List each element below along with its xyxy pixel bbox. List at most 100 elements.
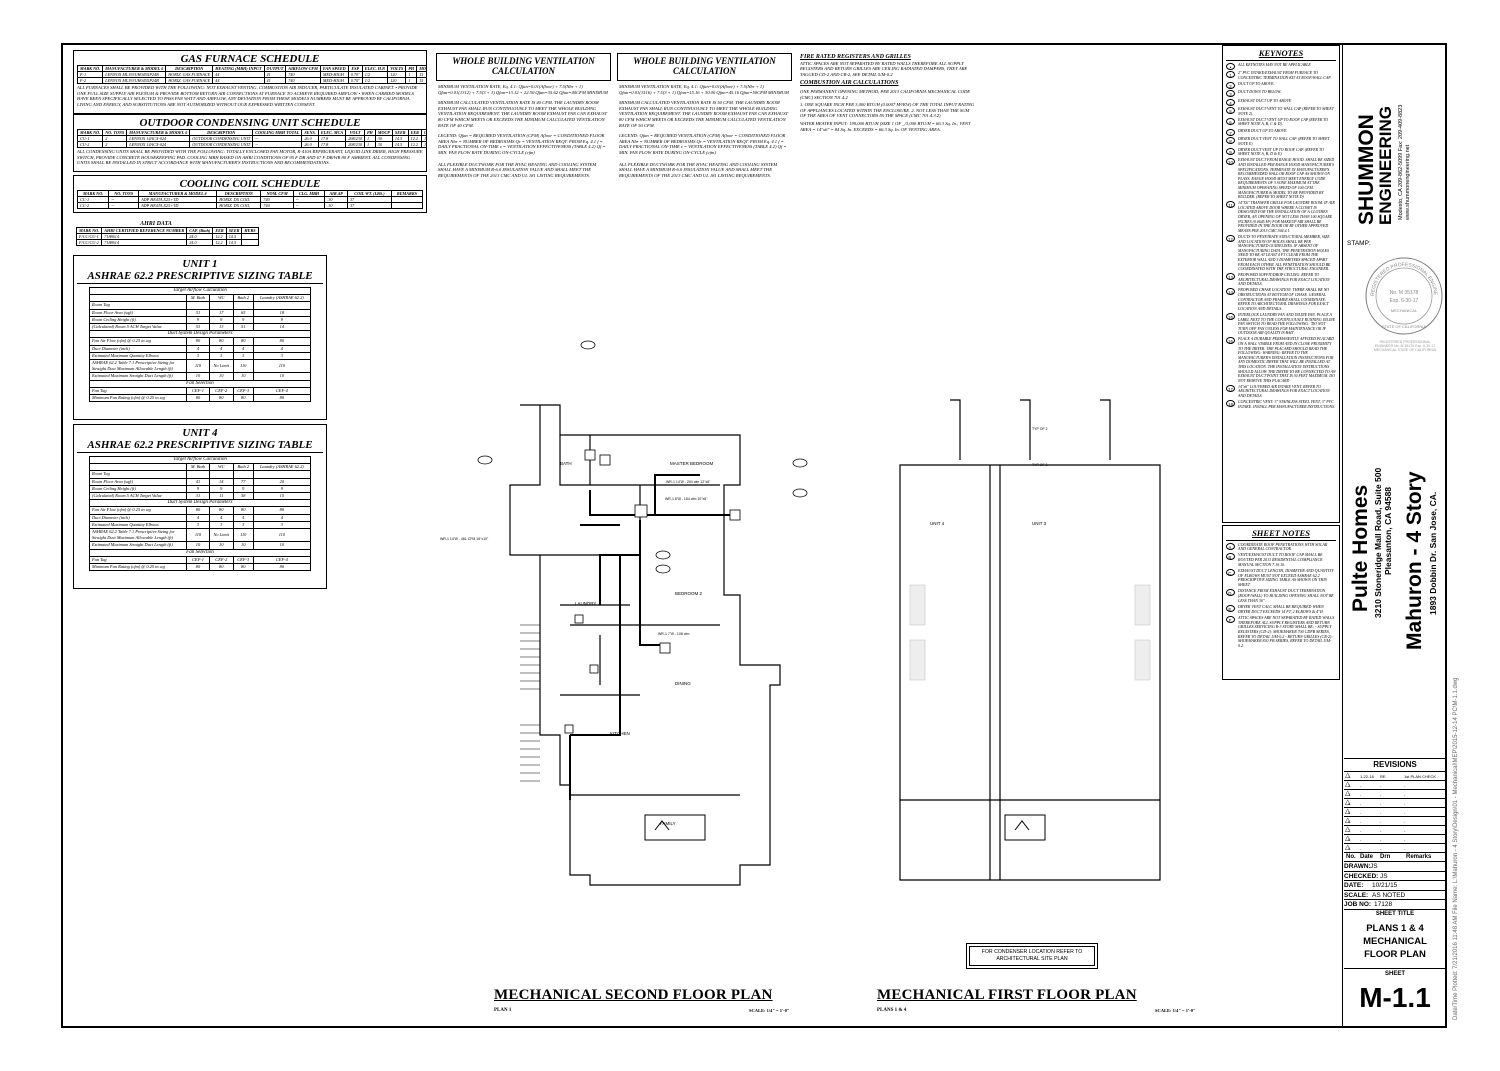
vent-a-title: WHOLE BUILDING VENTILATION CALCULATION <box>452 56 595 76</box>
unit4-cell: 80 <box>208 563 234 572</box>
revision-remarks: - <box>1404 810 1406 815</box>
gas_furnace-cell: 1 <box>405 77 418 84</box>
gas_furnace-cell: MED-HIGH <box>319 77 349 84</box>
sheet-number: M-1.1 <box>1359 982 1431 1013</box>
unit1-cell: 80 <box>232 337 254 346</box>
revision-by: - <box>1380 801 1382 806</box>
unit1-cell: 9 <box>186 315 210 325</box>
revision-row: △9--- <box>1344 843 1446 852</box>
unit4-cell <box>252 470 312 479</box>
ahri-cell: 12.2 <box>212 239 227 246</box>
room-unit-4: UNIT 4 <box>930 521 945 526</box>
unit4-cell: Duct Diameter (inch) <box>88 513 188 522</box>
keynotes-item-text: DUCT UP TO ABOVE. <box>1238 81 1275 86</box>
ahri-cell: F/CC/CU-2 <box>75 239 103 246</box>
combustion-title: COMBUSTION AIR CALCULATIONS <box>800 80 899 87</box>
gas_furnace-cell: 0.70" <box>347 77 363 84</box>
unit4-cell: 14 <box>208 477 234 486</box>
ahri-title: AHRI DATA <box>140 221 172 227</box>
outdoor_unit-cell: 26.0 <box>301 141 319 148</box>
ahri-cell: 24.0 <box>186 239 214 246</box>
outdoor_unit-header: ELEC. MCA <box>317 129 347 136</box>
unit1-col-header: M. Bath <box>186 294 210 303</box>
unit4-col-header-blank <box>88 463 188 472</box>
firm-name-1: SHUMMON <box>1355 114 1378 225</box>
outdoor-unit-schedule: OUTDOOR CONDENSING UNIT SCHEDULE MARK NO… <box>73 114 427 172</box>
condenser-note: FOR CONDENSER LOCATION REFER TO ARCHITEC… <box>969 946 1095 966</box>
unit1-cell: 17 <box>208 308 234 317</box>
unit1-title-1: UNIT 1 <box>182 258 218 270</box>
revision-date: - <box>1360 810 1362 815</box>
fire-rated-title: FIRE RATED REGISTERS AND GRILLES <box>800 54 911 60</box>
client-address-2: Pleasanton, CA 94588 <box>1383 486 1393 575</box>
revision-by: - <box>1380 810 1382 815</box>
unit1-cell: 10 <box>186 372 210 381</box>
second-floor-plan-sub: PLAN 1 <box>494 1008 512 1013</box>
job-row: JOB NO:17128 <box>1344 900 1446 910</box>
gas_furnace-header: VOLTS <box>387 65 407 72</box>
sheet_notes-item-text: EXHAUST DUCT LENGTH, DIAMETER AND QUANTI… <box>1238 568 1334 588</box>
revision-date: - <box>1360 792 1362 797</box>
unit4-cell: CEF-3 <box>232 555 254 565</box>
unit4-cell: 58 <box>232 492 254 501</box>
vent-b-legend: LEGEND: Qfan = REQUIRED VENTILATION (CFM… <box>619 133 787 155</box>
revision-remarks: 1st PLAN CHECK <box>1404 774 1437 779</box>
sheet_notes-item: D.DISTANCE FROM EXHAUST DUCT TERMINATION… <box>1226 588 1336 603</box>
keynotes-item-number: 17 <box>1226 384 1235 392</box>
unit4-cell: Room Tag <box>88 470 188 479</box>
keynotes-item-number: 11 <box>1226 201 1235 209</box>
revision-number: 3 <box>1348 793 1350 797</box>
sheet_notes-item-text: DRYER VENT CALC SHALL BE REQUIRED WHEN D… <box>1238 603 1324 614</box>
unit4-cell: 80 <box>208 506 234 515</box>
keynotes-item-number: 9 <box>1226 147 1235 155</box>
keynotes-item-text: EXHAUST DUCT FROM RANGE HOOD. SHALL BE S… <box>1238 158 1335 200</box>
unit1-cell: CEF-2 <box>208 386 234 396</box>
unit1-cell: 9 <box>232 315 254 325</box>
unit1-cell: Fan Tag <box>88 386 188 396</box>
unit4-cell: 80 <box>232 563 254 572</box>
sheet_notes-item-text: DISTANCE FROM EXHAUST DUCT TERMINATION (… <box>1238 588 1334 603</box>
keynotes-item-number: 2 <box>1226 81 1235 89</box>
unit1-cell: CEF-1 <box>186 386 210 396</box>
gas_furnace-header: OUTPUT <box>263 65 287 72</box>
unit4-cell: 80 <box>232 506 254 515</box>
stamp-label: STAMP: <box>1347 240 1371 247</box>
keynotes-item-number: 13 <box>1226 273 1235 281</box>
sheet_notes-item-number: B. <box>1226 553 1235 561</box>
unit4-cell: 10 <box>186 541 210 550</box>
unit1-cell: Minimum Fan Rating (cfm) @ 0.25 in.wg <box>88 394 188 403</box>
firm-contact: Modesto, CA 209-862-5099 Fax: 209-409-88… <box>1398 104 1411 220</box>
outdoor_unit-cell: 208/230 <box>345 135 365 142</box>
unit1-ashrae-table: UNIT 1 ASHRAE 62.2 PRESCRIPTIVE SIZING T… <box>73 255 327 420</box>
sheet_notes-item-number: E. <box>1226 604 1235 612</box>
outdoor_unit-cell: -- <box>252 141 303 148</box>
keynotes-item-text: DUCT DOWN TO BELOW. <box>1238 90 1282 95</box>
revision-triangle-icon: △ <box>1345 844 1351 851</box>
seal-text: REGISTERED PROFESSIONAL ENGINEER No. M 3… <box>1373 340 1437 352</box>
revision-number: 4 <box>1348 802 1350 806</box>
unit1-cell: 3 <box>186 351 210 361</box>
cooling_coil-cell: CC-2 <box>76 202 110 209</box>
sheet-title-1: PLANS 1 & 4 <box>1366 923 1424 934</box>
revision-triangle-icon: △ <box>1345 790 1351 797</box>
keynotes-item-number: 15 <box>1226 312 1235 320</box>
vent-a-summary: MINIMUM CALCULATED VENTILATION RATE IS 4… <box>438 100 607 128</box>
unit4-cell: Room Ceiling Height (ft) <box>88 484 188 494</box>
unit1-cell: 53 <box>186 323 210 332</box>
room-laundry: LAUNDRY <box>575 601 596 606</box>
gas_furnace-cell: 15 <box>416 77 426 84</box>
keynotes-item-text: INTERLOCK LAUNDRY FAN AND INLINE FAN. PL… <box>1238 312 1335 336</box>
